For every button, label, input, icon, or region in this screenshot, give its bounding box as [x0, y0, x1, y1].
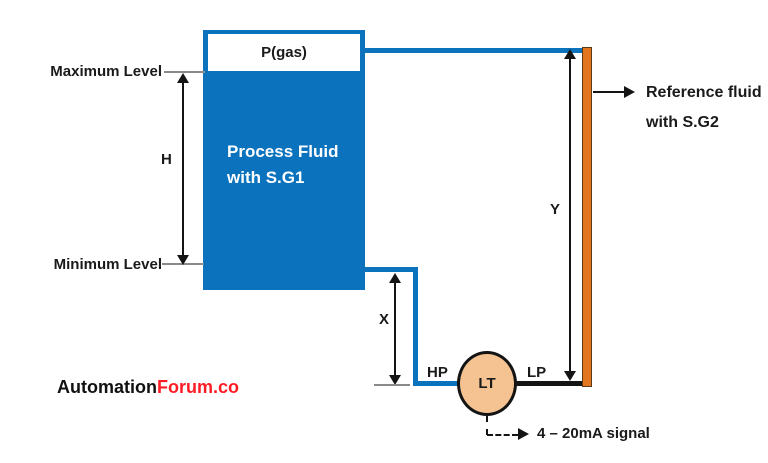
y-dimension-label: Y: [550, 201, 561, 218]
reference-fluid-column: [582, 47, 592, 387]
down-arrow-icon: [177, 255, 189, 265]
up-arrow-icon: [389, 273, 401, 283]
signal-label: 4 – 20mA signal: [537, 425, 650, 442]
down-arrow-icon: [564, 371, 576, 381]
hp-impulse-pipe-horizontal: [413, 381, 460, 386]
site-logo: AutomationForum.co: [57, 377, 239, 398]
hp-impulse-pipe-vertical: [413, 267, 418, 386]
x-dimension-tick: [374, 384, 410, 386]
x-dimension-line: [394, 277, 396, 379]
signal-dashed-line-vertical: [486, 416, 488, 435]
lp-impulse-line: [515, 381, 591, 386]
reference-fluid-pointer-line: [593, 91, 625, 93]
logo-text-black: Automation: [57, 377, 157, 397]
up-arrow-icon: [177, 73, 189, 83]
process-fluid-label: Process Fluid with S.G1: [227, 139, 338, 191]
h-dimension-line: [182, 77, 184, 261]
up-arrow-icon: [564, 49, 576, 59]
x-dimension-label: X: [379, 311, 390, 328]
lp-port-label: LP: [527, 364, 547, 381]
tank-outlet-pipe: [365, 267, 418, 272]
logo-text-red: Forum.co: [156, 377, 239, 397]
process-fluid-tank: [203, 30, 365, 290]
process-fluid-label-line2: with S.G1: [227, 168, 305, 187]
process-fluid-label-line1: Process Fluid: [227, 142, 339, 161]
right-arrow-icon: [624, 86, 635, 98]
h-dimension-label: H: [161, 151, 172, 168]
minimum-level-label: Minimum Level: [53, 256, 162, 273]
level-transmitter: LT: [457, 351, 517, 416]
signal-dashed-line-horizontal: [487, 434, 518, 436]
gas-pressure-label: P(gas): [261, 44, 307, 61]
y-dimension-line: [569, 53, 571, 375]
level-transmitter-tag: LT: [478, 375, 496, 392]
maximum-level-tick: [164, 71, 205, 73]
hp-port-label: HP: [427, 364, 448, 381]
down-arrow-icon: [389, 375, 401, 385]
right-arrow-icon: [518, 428, 529, 440]
maximum-level-label: Maximum Level: [50, 63, 162, 80]
reference-fluid-label-line2: with S.G2: [646, 114, 719, 131]
reference-fluid-label-line1: Reference fluid: [646, 84, 762, 101]
tank-gas-space: P(gas): [208, 34, 360, 71]
gas-reference-pipe: [365, 48, 584, 53]
